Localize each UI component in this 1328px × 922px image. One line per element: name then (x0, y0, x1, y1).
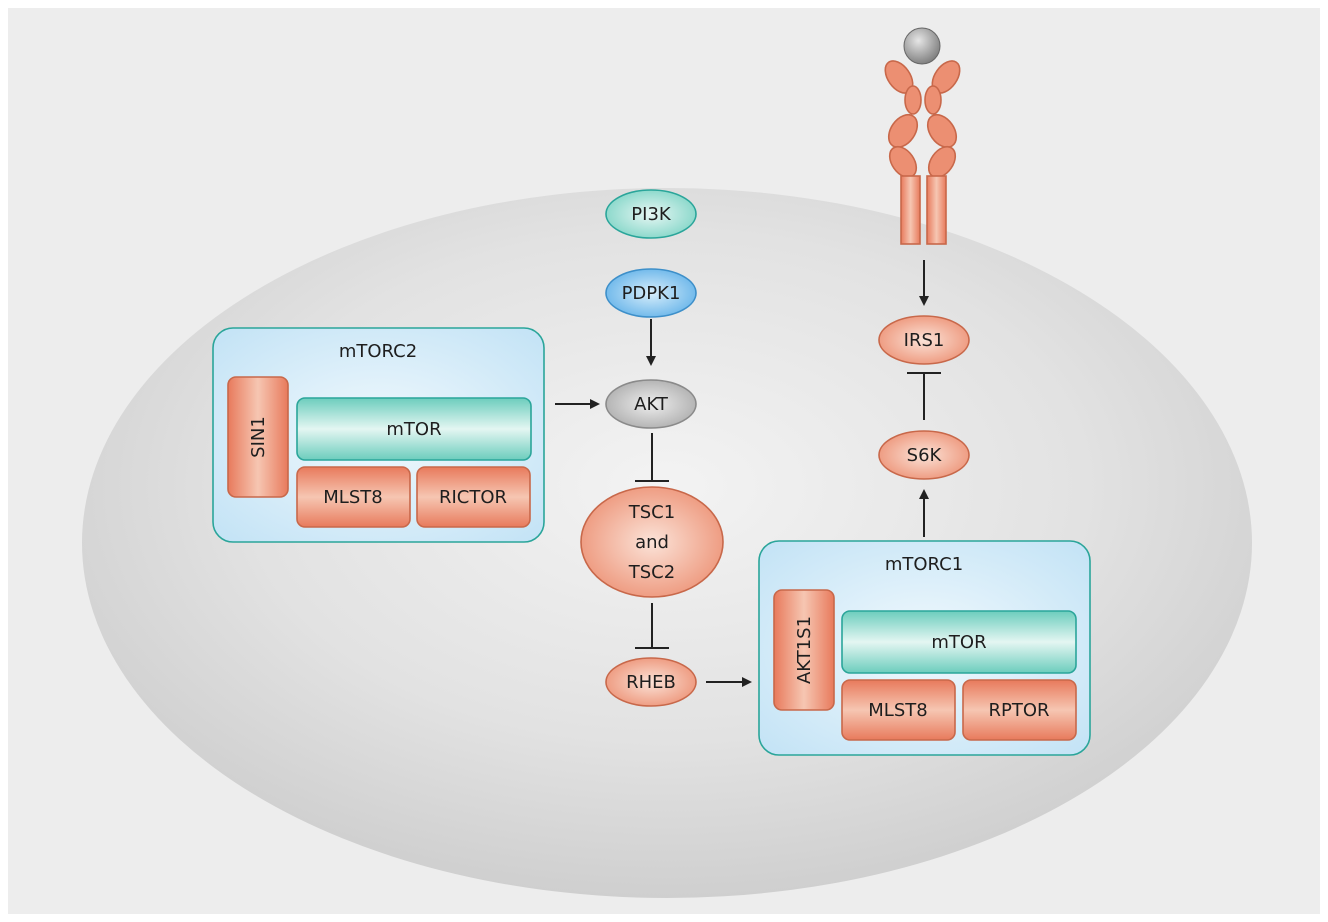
inhibit-tsc-rheb (635, 603, 669, 649)
complex-mtorc1: mTORC1 AKT1S1 mTOR MLST8 RPTOR (758, 540, 1091, 756)
mtorc1-akt1s1-box (773, 589, 835, 711)
rheb-label: RHEB (626, 672, 676, 693)
node-irs1: IRS1 (878, 315, 970, 365)
mtorc2-mlst8-box (296, 466, 411, 528)
node-pdpk1: PDPK1 (605, 268, 697, 318)
node-s6k: S6K (878, 430, 970, 480)
mtorc2-mtor-box (296, 397, 532, 461)
mtorc2-mtor-label: mTOR (386, 419, 441, 440)
mtorc1-rptor-box (962, 679, 1077, 741)
mtorc1-mtor-box (841, 610, 1077, 674)
tsc-label-line2: and (635, 532, 669, 553)
node-pi3k: PI3K (605, 189, 697, 239)
inhibit-s6k-irs1 (907, 372, 941, 420)
mtorc1-akt1s1-label: AKT1S1 (794, 616, 815, 684)
tsc-label-line3: TSC2 (628, 562, 675, 583)
akt-label: AKT (634, 394, 669, 415)
node-rheb: RHEB (605, 657, 697, 707)
receptor-icon (884, 27, 961, 245)
mtorc1-rptor-label: RPTOR (988, 700, 1049, 721)
complex-mtorc2: mTORC2 SIN1 mTOR MLST8 RICTOR (212, 327, 545, 543)
mtorc1-title: mTORC1 (885, 554, 963, 575)
s6k-label: S6K (907, 445, 943, 466)
irs1-label: IRS1 (904, 330, 945, 351)
inhibit-akt-tsc (635, 433, 669, 482)
mtorc1-mlst8-box (841, 679, 956, 741)
node-akt: AKT (605, 379, 697, 429)
mtorc2-sin1-box (227, 376, 289, 498)
node-tsc: TSC1 and TSC2 (580, 486, 724, 598)
edges (555, 260, 941, 687)
mtorc2-rictor-box (416, 466, 531, 528)
mtorc1-mtor-label: mTOR (931, 632, 986, 653)
mtorc2-rictor-label: RICTOR (439, 487, 507, 508)
mtorc2-title: mTORC2 (339, 341, 417, 362)
mtorc2-sin1-label: SIN1 (248, 416, 269, 458)
mtorc1-mlst8-label: MLST8 (868, 700, 927, 721)
tsc-label-line1: TSC1 (628, 502, 675, 523)
pi3k-label: PI3K (631, 204, 672, 225)
pdpk1-label: PDPK1 (622, 283, 681, 304)
mtorc2-mlst8-label: MLST8 (323, 487, 382, 508)
